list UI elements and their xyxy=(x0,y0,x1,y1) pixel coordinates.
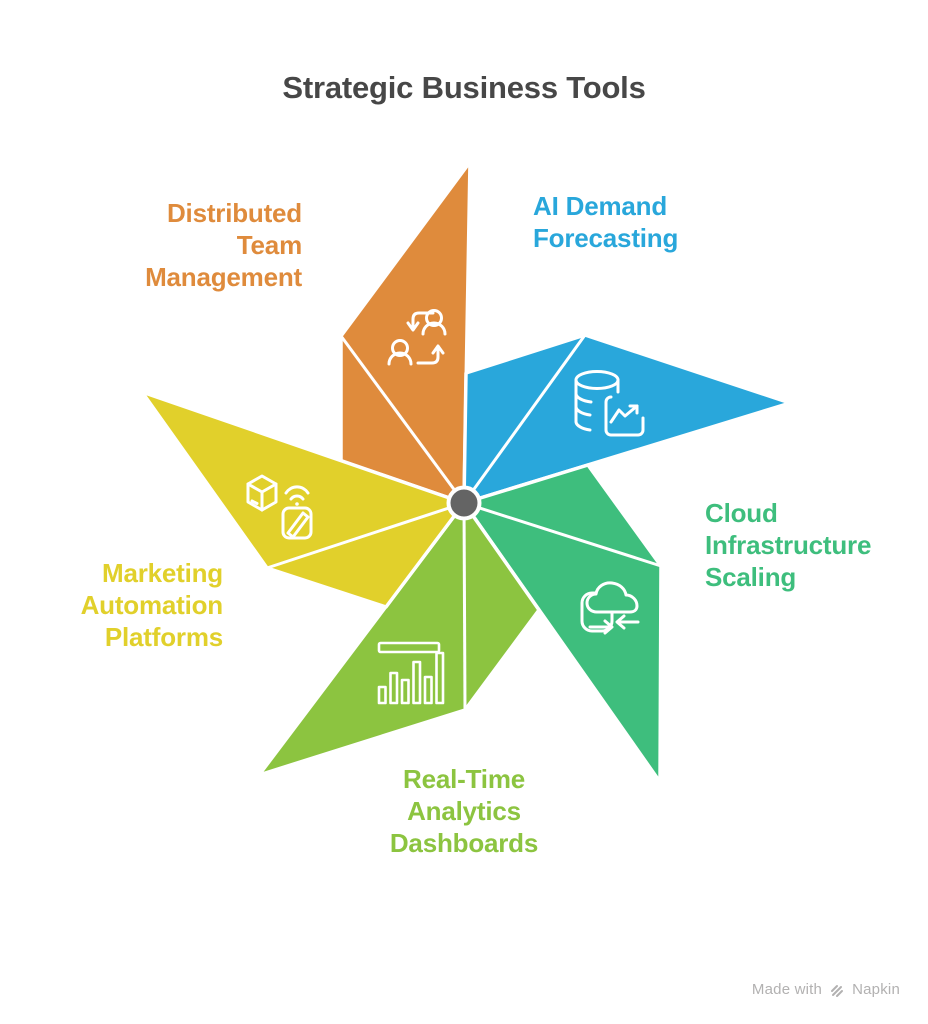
arrow-left-head xyxy=(615,614,626,630)
watermark: Made with Napkin xyxy=(752,981,900,998)
blade-marketing-automation-platforms xyxy=(140,390,466,609)
label-real-time-analytics-dashboards: Real-Time Analytics Dashboards xyxy=(389,764,539,858)
napkin-logo-strokes xyxy=(831,984,844,997)
bar xyxy=(389,671,399,705)
blade-shape xyxy=(339,160,472,505)
arrow-down-head xyxy=(406,321,420,332)
trend-line xyxy=(609,404,639,424)
label-marketing-automation-platforms: Marketing Automation Platforms xyxy=(80,558,224,652)
db-band xyxy=(574,405,592,417)
box-label-line xyxy=(250,499,259,505)
label-cloud-infrastructure-scaling: Cloud Infrastructure Scaling xyxy=(705,498,872,592)
blade-fold-line xyxy=(462,502,467,711)
box-left xyxy=(246,482,264,512)
blade-fold-line xyxy=(463,501,662,568)
signal-arc xyxy=(284,485,310,495)
cloud-scaling-icon xyxy=(580,581,640,635)
box-right xyxy=(260,482,278,512)
pencil xyxy=(286,511,310,539)
arrow-up-head xyxy=(431,344,445,355)
package-edit-icon xyxy=(246,474,313,540)
arrow-right-head xyxy=(603,619,614,635)
label-ai-demand-forecasting: AI Demand Forecasting xyxy=(533,191,679,253)
person-shoulders xyxy=(421,321,447,336)
top-bar xyxy=(377,641,441,654)
hub-circle xyxy=(446,485,482,521)
watermark-brand: Napkin xyxy=(852,981,900,998)
chart-frame xyxy=(604,395,645,437)
blade-ai-demand-forecasting xyxy=(462,333,792,505)
person-head xyxy=(425,309,443,327)
db-band xyxy=(574,392,593,404)
person-shoulders xyxy=(387,351,413,366)
watermark-text: Made with xyxy=(751,981,823,998)
person-head xyxy=(391,339,409,357)
blade-real-time-analytics-dashboards xyxy=(257,501,541,777)
trend-arrow-head xyxy=(628,404,639,415)
bar xyxy=(400,678,410,705)
arrow-up-stroke xyxy=(416,346,440,365)
bar xyxy=(377,685,387,705)
bar xyxy=(435,651,445,705)
label-distributed-team-management: Distributed Team Management xyxy=(145,198,302,292)
napkin-logo-icon xyxy=(831,984,844,997)
blade-cloud-infrastructure-scaling xyxy=(462,463,663,784)
blade-fold-line xyxy=(462,334,587,504)
db-side xyxy=(574,378,592,432)
blade-distributed-team-management xyxy=(339,160,472,505)
blade-fold-line xyxy=(266,501,465,570)
signal-arc xyxy=(289,494,305,501)
blade-fold-line xyxy=(339,335,466,504)
signal-dot xyxy=(295,502,299,506)
arrow-down-stroke xyxy=(411,311,435,330)
page-title: Strategic Business Tools xyxy=(282,70,646,105)
database-trend-icon xyxy=(574,370,645,437)
bar xyxy=(423,675,433,705)
bar xyxy=(412,660,422,705)
team-exchange-icon xyxy=(387,309,447,366)
cloud-shape xyxy=(585,581,639,614)
blade-shape xyxy=(462,333,792,505)
analytics-bars-icon xyxy=(377,641,445,705)
